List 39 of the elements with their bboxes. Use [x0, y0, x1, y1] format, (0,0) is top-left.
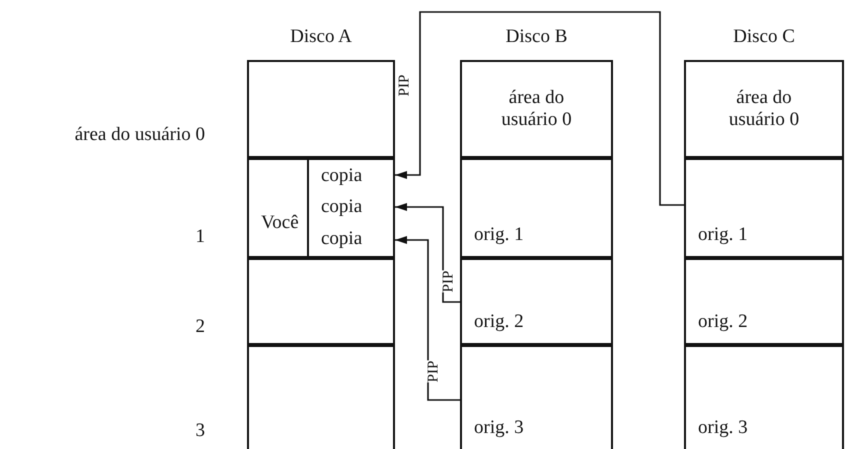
- cell-text: orig. 2: [474, 311, 524, 333]
- area-cell: [307, 158, 395, 192]
- disk-column: [460, 26, 613, 449]
- row-label: área do usuário 0: [74, 124, 205, 146]
- cell-text: orig. 3: [698, 417, 748, 439]
- arrow: [395, 236, 460, 401]
- cell-text: área do usuário 0: [728, 87, 800, 131]
- cell-text: orig. 1: [698, 224, 748, 246]
- cell-text: área do usuário 0: [500, 87, 573, 131]
- area-cell: [307, 222, 395, 258]
- cell-text: copia: [321, 165, 362, 187]
- area-cell: [684, 60, 844, 158]
- area-cell: [460, 60, 613, 158]
- disk-column: [684, 26, 844, 449]
- table-cell: [247, 345, 395, 449]
- column-heading: Disco A: [289, 26, 353, 48]
- row-label: 2: [196, 316, 205, 338]
- table-cell: [247, 258, 395, 345]
- cell-text: copia: [321, 196, 362, 218]
- arrow: [395, 203, 460, 303]
- area-cell: [460, 258, 613, 345]
- column-heading: Disco B: [504, 26, 568, 48]
- row-label: 3: [196, 420, 205, 442]
- cell-text: copia: [321, 228, 362, 250]
- area-cell: [684, 158, 844, 258]
- cell-text: orig. 1: [474, 224, 524, 246]
- cell-text: orig. 3: [474, 417, 524, 439]
- area-cell: [247, 158, 309, 258]
- table-cell: [247, 60, 395, 158]
- row-label: 1: [196, 226, 205, 248]
- arrow: [395, 11, 684, 206]
- area-cell: [460, 345, 613, 449]
- cell-text: Você: [261, 212, 299, 234]
- cell-text: orig. 2: [698, 311, 748, 333]
- area-cell: [460, 158, 613, 258]
- column-heading: Disco C: [732, 26, 796, 48]
- area-cell: [684, 258, 844, 345]
- disk-column: [247, 26, 395, 449]
- area-cell: [684, 345, 844, 449]
